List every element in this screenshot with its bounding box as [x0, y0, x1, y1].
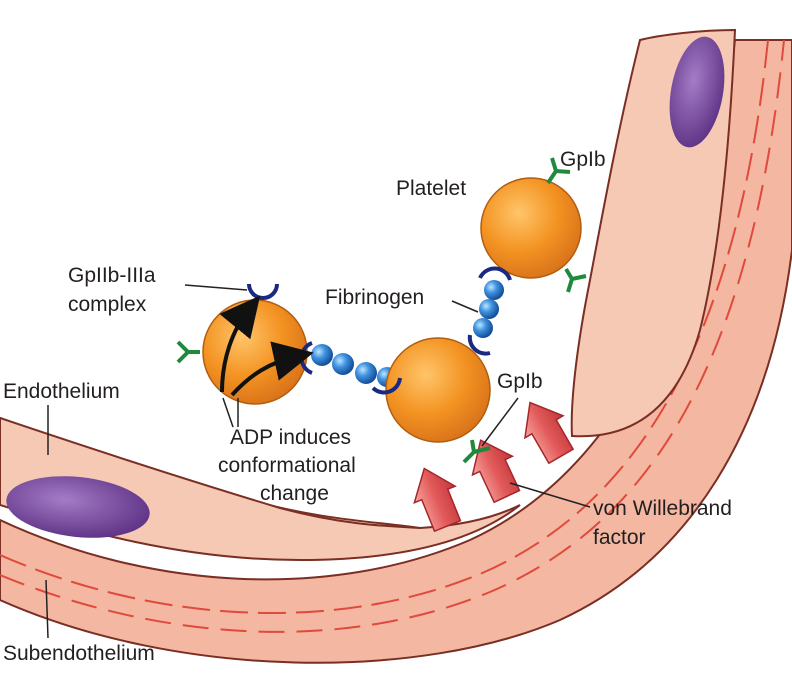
label-fibrinogen: Fibrinogen: [325, 286, 424, 309]
leader-adp-1: [222, 397, 234, 428]
subendothelium-layer: [0, 39, 792, 664]
gpib-receptor: [462, 439, 491, 464]
label-platelet: Platelet: [396, 177, 466, 200]
gpiib-iiia-receptor: [371, 377, 402, 395]
gpib-receptor: [564, 267, 587, 293]
leader-gpiib: [184, 284, 248, 291]
platelet-top: [480, 177, 582, 279]
vwf-arrow-1: [413, 467, 462, 533]
label-adp-line2: conformational: [218, 454, 356, 477]
leader-vwf: [509, 482, 591, 508]
platelet-left: [202, 299, 308, 405]
endothelial-nucleus-left: [6, 476, 150, 538]
gpib-receptor: [176, 340, 200, 364]
fibrinogen-bead: [479, 299, 499, 319]
gpiib-iiia-receptor: [478, 266, 512, 281]
vwf-arrow-3: [523, 401, 575, 465]
label-adp-line3: change: [260, 482, 329, 505]
gpiib-iiia-receptor: [467, 334, 491, 356]
label-vwf-line1: von Willebrand: [593, 497, 732, 520]
fibrinogen-bead: [311, 344, 333, 366]
fibrinogen-bead: [355, 362, 377, 384]
gpib-receptor: [546, 157, 571, 185]
label-gpib-mid: GpIb: [497, 370, 543, 393]
fibrinogen-bead: [484, 280, 504, 300]
label-gpiib-line2: complex: [68, 293, 147, 316]
endothelial-nucleus-right: [669, 36, 725, 148]
label-endothelium: Endothelium: [3, 380, 120, 403]
adp-arrow-lower: [230, 341, 314, 397]
subendothelium-fiber-1: [0, 39, 769, 614]
label-gpib-top: GpIb: [560, 148, 606, 171]
leader-fibrinogen: [451, 300, 479, 313]
fibrinogen-bead: [473, 318, 493, 338]
label-adp-line1: ADP induces: [230, 426, 351, 449]
leader-gpib-mid: [481, 397, 519, 447]
platelet-middle: [385, 337, 491, 443]
label-vwf-line2: factor: [593, 526, 646, 549]
adp-arrow-upper: [219, 295, 261, 393]
fibrinogen-bead: [332, 353, 354, 375]
gpiib-iiia-receptor: [247, 283, 279, 300]
leader-subendothelium: [45, 579, 49, 639]
label-subendothelium: Subendothelium: [3, 642, 155, 665]
label-gpiib-line1: GpIIb-IIIa: [68, 264, 156, 287]
